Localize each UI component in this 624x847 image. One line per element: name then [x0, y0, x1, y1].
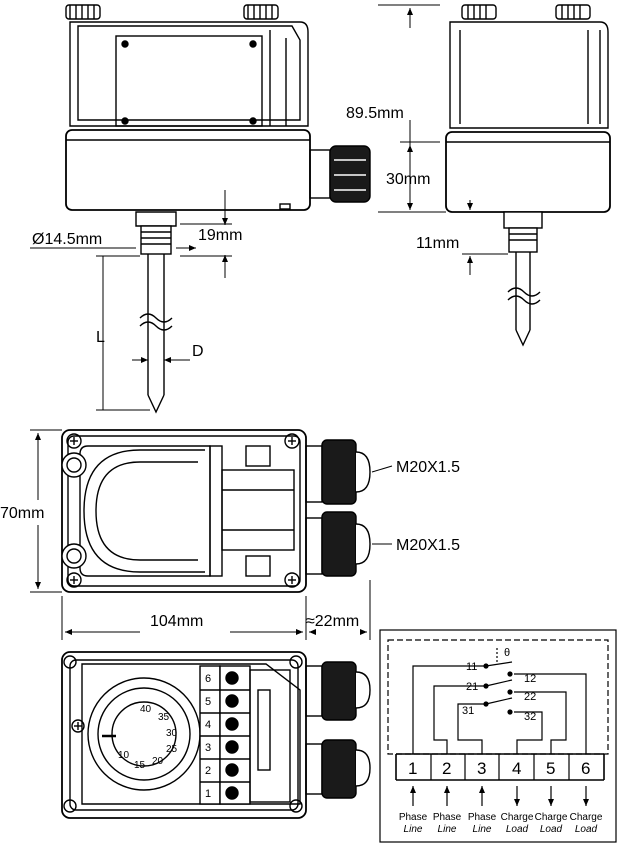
terminal-number-1: 1	[205, 788, 211, 800]
contact-11: 11	[466, 661, 477, 673]
diameter-label: Ø14.5mm	[32, 231, 102, 248]
gland-label-1: M20X1.5	[396, 459, 460, 476]
theta-label: θ	[504, 647, 510, 659]
side-thread-label: 11mm	[416, 235, 459, 252]
front-view	[65, 4, 371, 414]
label-4-bottom: Load	[506, 824, 529, 835]
terminal-5: 5	[546, 759, 555, 778]
side-view	[445, 4, 611, 347]
label-6-top: Charge	[570, 812, 603, 823]
contact-32: 32	[524, 711, 536, 723]
dial-scale-15: 15	[134, 760, 146, 771]
label-6-bottom: Load	[575, 824, 598, 835]
terminal-6: 6	[581, 759, 590, 778]
label-5-bottom: Load	[540, 824, 563, 835]
terminal-numbers: 1 2 3 4 5 6	[408, 759, 590, 778]
label-3-bottom: Line	[473, 824, 492, 835]
terminal-number-6: 6	[205, 673, 211, 685]
terminal-function-labels: Phase Line Phase Line Phase Line Charge …	[399, 812, 603, 835]
total-height-label: 89.5mm	[346, 105, 404, 122]
contact-labels: 11 12 21 22 31 32	[462, 661, 536, 723]
contact-31: 31	[462, 705, 474, 717]
gland-label-2: M20X1.5	[396, 537, 460, 554]
side-dimension-lines	[378, 4, 508, 275]
length-l-label: L	[96, 329, 105, 346]
thread-height-label: 19mm	[198, 227, 242, 244]
terminal-strip-numbers: 6 5 4 3 2 1	[205, 673, 211, 800]
dial-scale-40: 40	[140, 704, 152, 715]
dial-scale-10: 10	[118, 750, 130, 761]
open-view	[61, 651, 371, 819]
contact-22: 22	[524, 691, 536, 703]
wiring-diagram	[379, 629, 617, 843]
dial-scale-35: 35	[158, 712, 170, 723]
dial-scale: 40 35 30 25 20 15 10	[118, 704, 178, 771]
label-2-bottom: Line	[438, 824, 457, 835]
label-2-top: Phase	[433, 812, 462, 823]
dial-scale-30: 30	[166, 728, 178, 739]
label-1-top: Phase	[399, 812, 428, 823]
diameter-d-label: D	[192, 343, 204, 360]
dial-scale-25: 25	[166, 744, 178, 755]
terminal-1: 1	[408, 759, 417, 778]
terminal-number-5: 5	[205, 696, 211, 708]
front-dimension-lines	[30, 190, 232, 411]
width-label: 70mm	[0, 505, 44, 522]
label-5-top: Charge	[535, 812, 568, 823]
contact-12: 12	[524, 673, 536, 685]
top-view	[61, 429, 371, 593]
gland-length-label: ≈22mm	[306, 613, 359, 630]
terminal-4: 4	[512, 759, 521, 778]
terminal-number-2: 2	[205, 765, 211, 777]
label-3-top: Phase	[468, 812, 497, 823]
label-1-bottom: Line	[404, 824, 423, 835]
label-4-top: Charge	[501, 812, 534, 823]
contact-21: 21	[466, 681, 478, 693]
terminal-2: 2	[442, 759, 451, 778]
terminal-number-3: 3	[205, 742, 211, 754]
dial-scale-20: 20	[152, 756, 164, 767]
terminal-3: 3	[477, 759, 486, 778]
length-label: 104mm	[150, 613, 203, 630]
top-dimension-lines	[30, 429, 393, 640]
base-height-label: 30mm	[386, 171, 430, 188]
terminal-number-4: 4	[205, 719, 211, 731]
